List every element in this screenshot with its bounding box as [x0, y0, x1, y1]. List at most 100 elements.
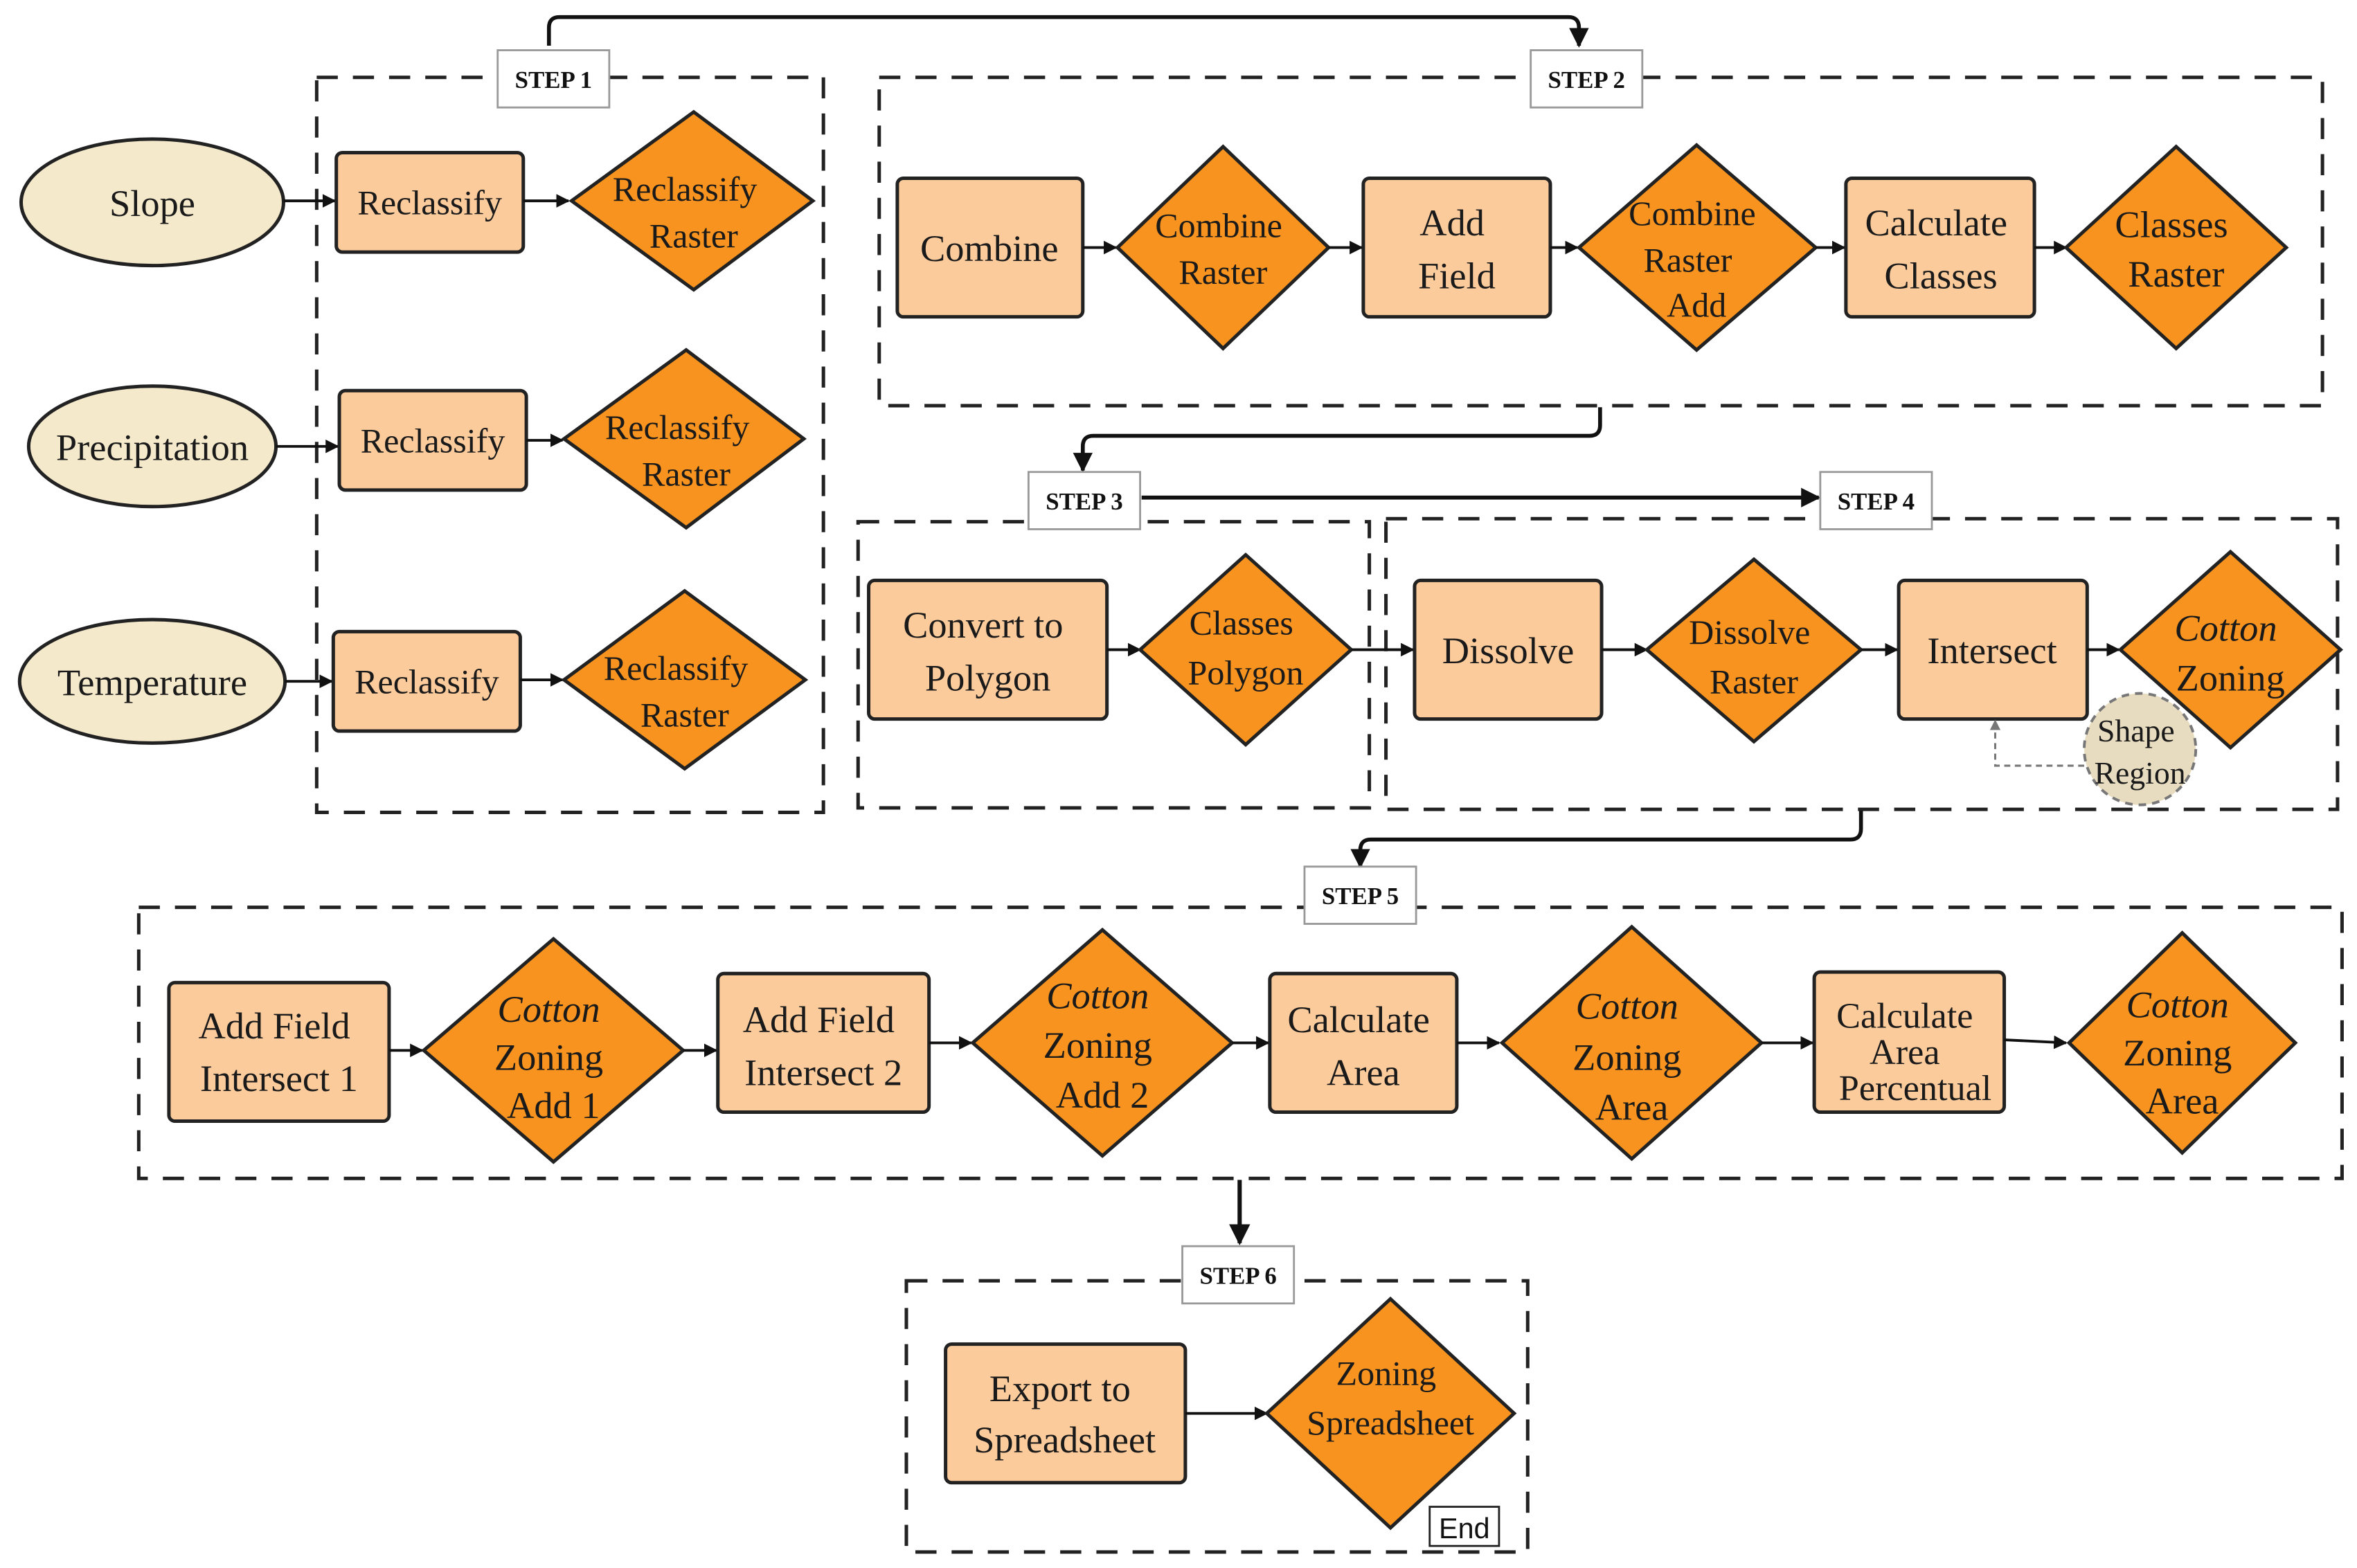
step2-calculate-l1: Calculate [1865, 202, 2008, 244]
step5-czarea2-l1: Cotton [2126, 984, 2229, 1025]
step2-add-field-l2: Field [1418, 255, 1496, 296]
step6-export-to-spreadsheet: Export to Spreadsheet [944, 1342, 1188, 1485]
svg-text:Calculate Area: Calculate Area [1287, 999, 1439, 1093]
step2-raster-add-l3: Add [1667, 286, 1726, 325]
svg-text:Calculate Area Per: Calculate Area Percentual [1836, 996, 1991, 1108]
svg-text:Cotton Zoning Add: Cotton Zoning Add 1 [494, 989, 613, 1126]
step1-raster-temp-l2: Raster [640, 696, 729, 735]
step2-calculate-classes: Calculate Classes [1844, 176, 2036, 319]
step2-frame [877, 75, 2324, 408]
step5-cza2-l3: Add 2 [1056, 1074, 1149, 1116]
step5-afi1-l1: Add Field [198, 1005, 350, 1047]
step5-calcarea-l2: Area [1327, 1052, 1400, 1093]
step5-calcperc-l1: Calculate [1836, 996, 1973, 1036]
step2-classes-raster-l2: Raster [2128, 253, 2224, 295]
step6-export-l1: Export to [989, 1368, 1131, 1409]
step2-combine-raster-l2: Raster [1178, 253, 1267, 291]
input-temperature: Temperature [17, 618, 287, 745]
svg-text:Cotton Zoning Add: Cotton Zoning Add 2 [1043, 975, 1162, 1116]
step4-dissolve-raster-l1: Dissolve [1689, 613, 1810, 651]
step4-shape-region-l1: Shape [2097, 713, 2175, 748]
step5-add-field-intersect-2: Add Field Intersect 2 [716, 971, 931, 1114]
svg-text:Zoning Spreadsheet: Zoning Spreadsheet [1307, 1353, 1474, 1442]
step4-dissolve-raster: Dissolve Raster [1644, 557, 1864, 744]
svg-text:Cotton Zoning Area: Cotton Zoning Area [1572, 986, 1691, 1128]
arrow-shaperegion-intersect [1989, 719, 2084, 767]
step5-cza1-l2: Zoning [494, 1037, 603, 1079]
input-temperature-label: Temperature [57, 662, 247, 703]
step5-afi1-l2: Intersect 1 [200, 1058, 358, 1099]
svg-text:Classes Raster: Classes Raster [2115, 204, 2237, 295]
arrow-calcperc-czarea2 [2004, 1035, 2068, 1049]
step6-zoning-l1: Zoning [1336, 1353, 1437, 1392]
step5-frame [136, 905, 2344, 1180]
step4-dissolve: Dissolve [1413, 578, 1604, 721]
step1-reclassify-raster-precipitation: Reclassify Raster [561, 348, 807, 530]
step5-cza2-l2: Zoning [1043, 1025, 1152, 1066]
svg-text:Shape Region: Shape Region [2095, 713, 2186, 791]
step1-raster-slope-l1: Reclassify [613, 170, 758, 208]
svg-text:Add Field Intersect 1: Add Field Intersect 1 [198, 1005, 359, 1099]
step6-zoning-spreadsheet: Zoning Spreadsheet [1264, 1296, 1517, 1531]
step5-czarea1-l2: Zoning [1572, 1037, 1681, 1079]
step1-tag: STEP 1 [496, 49, 611, 109]
step3-convert-l1: Convert to [903, 604, 1063, 646]
step5-czarea2-l2: Zoning [2123, 1032, 2232, 1074]
step3-classes-polygon-l1: Classes [1190, 604, 1293, 642]
step4-label: STEP 4 [1838, 488, 1915, 515]
end-label: End [1439, 1513, 1490, 1544]
step5-czarea2-l3: Area [2146, 1081, 2219, 1122]
step4-cotton-zoning: Cotton Zoning [2117, 549, 2344, 750]
svg-text:Convert to Polygon: Convert to Polygon [903, 604, 1073, 699]
step6-export-l2: Spreadsheet [974, 1419, 1156, 1461]
step5-cza1-l1: Cotton [497, 989, 600, 1030]
step3-convert-to-polygon: Convert to Polygon [867, 578, 1109, 721]
step1-raster-precip-l2: Raster [642, 454, 731, 493]
svg-text:Combine Raster: Combine Raster [1155, 206, 1291, 291]
step1-reclassify-precipitation-label: Reclassify [361, 422, 505, 460]
svg-text:Classes Polygon: Classes Polygon [1188, 604, 1304, 692]
step2-combine-raster-l1: Combine [1155, 206, 1282, 244]
step4-intersect-label: Intersect [1927, 630, 2056, 672]
svg-text:Export to Spreadsheet: Export to Spreadsheet [974, 1368, 1156, 1461]
step1-reclassify-precipitation: Reclassify [337, 388, 528, 492]
step1-reclassify-temperature-label: Reclassify [355, 663, 499, 701]
svg-text:Reclassify Raster: Reclassify Raster [605, 408, 758, 493]
step1-label: STEP 1 [515, 66, 592, 93]
svg-text:Add Field: Add Field [1418, 202, 1496, 296]
step2-label: STEP 2 [1548, 66, 1625, 93]
step1-reclassify-slope-label: Reclassify [357, 183, 502, 222]
step5-afi2-l1: Add Field [743, 999, 895, 1040]
svg-text:Reclassify Raster: Reclassify Raster [604, 649, 757, 734]
end-tag: End [1428, 1506, 1500, 1547]
step5-cotton-zoning-add-2: Cotton Zoning Add 2 [969, 927, 1235, 1158]
step4-cotton-zoning-l1: Cotton [2174, 607, 2277, 649]
step2-raster-add-l2: Raster [1643, 240, 1732, 279]
step5-cza2-l1: Cotton [1046, 975, 1149, 1016]
input-precipitation-label: Precipitation [56, 426, 249, 468]
step1-raster-precip-l1: Reclassify [605, 408, 750, 447]
step1-reclassify-slope: Reclassify [334, 150, 526, 254]
step2-combine-label: Combine [920, 228, 1059, 269]
step3-classes-polygon-l2: Polygon [1188, 654, 1304, 692]
step3-label: STEP 3 [1046, 488, 1122, 515]
step5-label: STEP 5 [1322, 883, 1399, 910]
input-slope-label: Slope [109, 183, 195, 224]
step6-label: STEP 6 [1199, 1263, 1276, 1290]
step3-convert-l2: Polygon [925, 657, 1050, 699]
step1-raster-slope-l2: Raster [649, 217, 738, 255]
step2-classes-raster-l1: Classes [2115, 204, 2228, 245]
svg-text:Calculate Classes: Calculate Classes [1865, 202, 2017, 296]
step4-intersect: Intersect [1897, 578, 2089, 721]
step2-raster-add-l1: Combine [1629, 194, 1756, 233]
step5-afi2-l2: Intersect 2 [744, 1052, 902, 1093]
step5-add-field-intersect-1: Add Field Intersect 1 [167, 980, 391, 1124]
svg-text:Dissolve Raster: Dissolve Raster [1689, 613, 1819, 701]
step5-cza1-l3: Add 1 [507, 1085, 600, 1126]
connector-step2-step3 [1073, 407, 1602, 473]
step2-add-field: Add Field [1361, 176, 1552, 319]
step2-combine: Combine [895, 176, 1085, 319]
step4-tag: STEP 4 [1819, 471, 1933, 530]
step3-tag: STEP 3 [1027, 471, 1141, 530]
